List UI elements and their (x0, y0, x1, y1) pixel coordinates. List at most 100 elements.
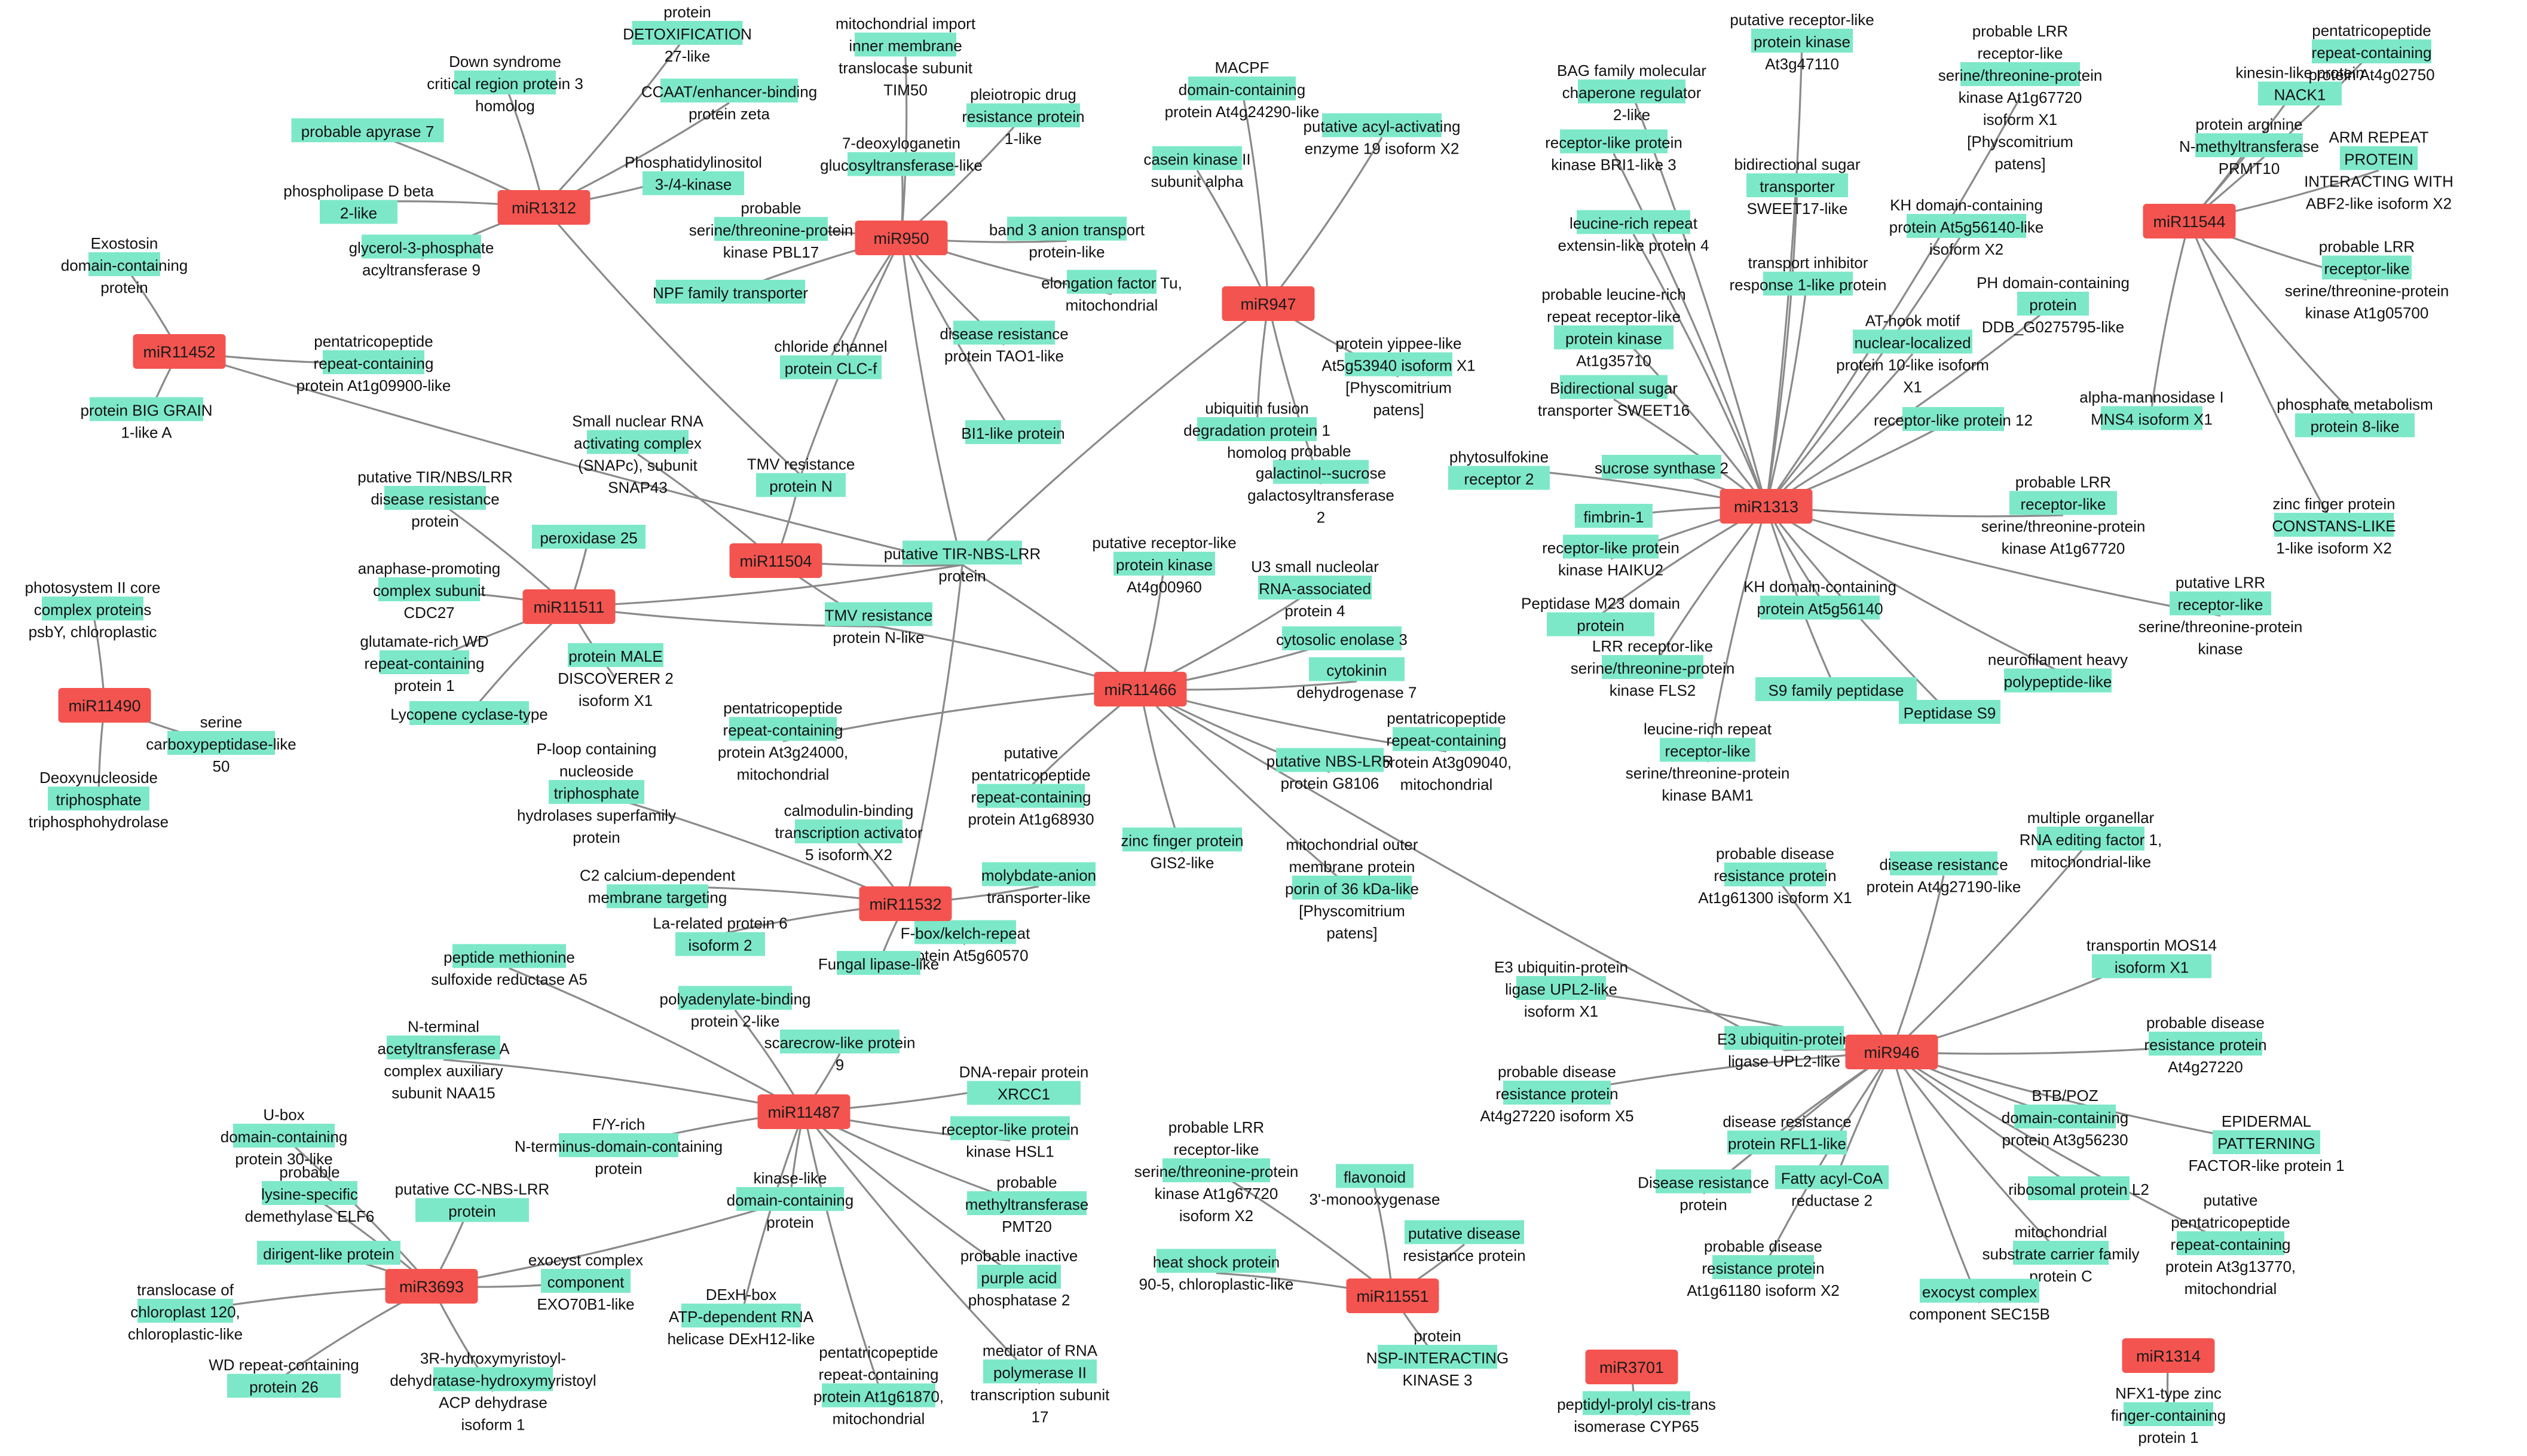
target-node[interactable]: fimbrin-1 (1575, 504, 1653, 528)
target-node[interactable]: pentatricopeptiderepeat-containingprotei… (296, 332, 451, 394)
target-node[interactable]: BI1-like protein (961, 420, 1065, 444)
target-node[interactable]: protein arginineN-methyltransferasePRMT1… (2179, 115, 2319, 178)
target-node[interactable]: putative LRRreceptor-likeserine/threonin… (2139, 574, 2303, 658)
target-node[interactable]: putativepentatricopeptiderepeat-containi… (968, 744, 1094, 828)
mirna-node[interactable]: miR11452 (133, 334, 226, 369)
target-node[interactable]: Peptidase S9 (1899, 700, 2000, 724)
target-node[interactable]: peroxidase 25 (532, 525, 645, 549)
mirna-node[interactable]: miR946 (1845, 1035, 1938, 1069)
mirna-node[interactable]: miR11487 (757, 1094, 851, 1129)
target-node[interactable]: bidirectional sugartransporterSWEET17-li… (1734, 155, 1860, 218)
target-node[interactable]: probable LRRreceptor-likeserine/threonin… (1938, 22, 2103, 173)
target-node[interactable]: probable LRRreceptor-likeserine/threonin… (1134, 1118, 1299, 1225)
target-node[interactable]: probable LRRreceptor-likeserine/threonin… (2285, 238, 2449, 322)
mirna-node[interactable]: miR11532 (859, 886, 952, 921)
mirna-node[interactable]: miR1314 (2122, 1338, 2215, 1373)
target-node[interactable]: NPF family transporter (653, 280, 808, 304)
target-node[interactable]: receptor-like protein 12 (1874, 407, 2033, 431)
target-node[interactable]: S9 family peptidase (1755, 677, 1917, 701)
target-node[interactable]: Lycopene cyclase-type (390, 701, 548, 725)
target-node[interactable]: cytosolic enolase 3 (1276, 626, 1408, 650)
target-node[interactable]: pentatricopeptiderepeat-containingprotei… (718, 699, 848, 784)
target-node[interactable]: probable apyrase 7 (291, 118, 444, 142)
target-node[interactable]: probablegalactinol--sucrosegalactosyltra… (1247, 442, 1394, 527)
mirna-node[interactable]: miR11490 (58, 688, 151, 723)
mirna-node[interactable]: miR11466 (1094, 672, 1187, 706)
mirna-node[interactable]: miR11551 (1346, 1278, 1439, 1313)
mirna-node[interactable]: miR11544 (2143, 204, 2236, 238)
target-node[interactable]: dirigent-like protein (257, 1241, 400, 1265)
mirna-node[interactable]: miR1312 (497, 190, 591, 225)
target-node[interactable]: glutamate-rich WDrepeat-containingprotei… (360, 632, 488, 695)
mirna-node[interactable]: miR11511 (522, 589, 616, 624)
target-node[interactable]: ribosomal protein L2 (2008, 1176, 2149, 1200)
target-node[interactable]: pentatricopeptiderepeat-containingprotei… (1381, 709, 1512, 794)
target-node[interactable]: Fungal lipase-like (818, 951, 939, 975)
target-node[interactable]: sucrose synthase 2 (1595, 455, 1728, 479)
mirna-node[interactable]: miR3693 (385, 1269, 478, 1304)
mirna-node[interactable]: miR11504 (729, 543, 822, 578)
